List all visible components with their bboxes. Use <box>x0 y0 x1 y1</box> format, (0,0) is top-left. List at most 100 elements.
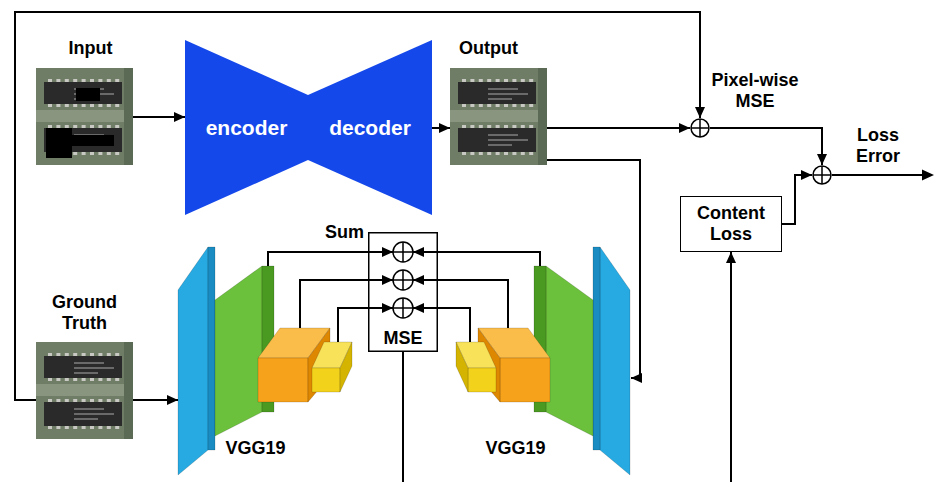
decoder-block: decoder <box>308 40 432 215</box>
chip-body <box>44 356 122 378</box>
junction-circle <box>691 119 709 137</box>
output-image: Output <box>450 68 547 165</box>
junction-circle <box>393 242 413 262</box>
sum-junction: Pixel-wise MSE <box>690 118 710 138</box>
chip-body <box>44 82 122 104</box>
chip-marking <box>488 135 528 145</box>
node-label: Input <box>22 38 159 59</box>
arrow-head <box>695 107 705 118</box>
node-label: Sum <box>312 222 364 243</box>
plus-sign <box>393 270 413 290</box>
board-background <box>36 342 133 439</box>
network-layer <box>456 342 468 392</box>
junction-shape <box>690 118 710 138</box>
loss-output-line <box>832 174 924 176</box>
board-trace <box>124 342 133 439</box>
chip-body <box>458 82 536 104</box>
network-layer <box>208 247 215 450</box>
decoder-trapezoid <box>308 40 432 215</box>
vgg-network: VGG19 <box>456 245 631 477</box>
node-label: encoder <box>206 116 288 140</box>
arrow-head <box>413 303 424 313</box>
arrow-head <box>382 275 393 285</box>
arrow-head <box>817 154 827 165</box>
plus-sign <box>691 119 709 137</box>
board-trace <box>36 110 133 122</box>
arrow-head <box>382 303 393 313</box>
network-layer <box>258 358 308 402</box>
board-background <box>36 68 133 165</box>
node-label: decoder <box>329 116 411 140</box>
node-label: Content Loss <box>687 203 775 245</box>
junction-circle <box>393 298 413 318</box>
network-layer <box>215 266 262 436</box>
pcb-shape <box>36 68 133 165</box>
connector <box>403 252 736 482</box>
encoder-trapezoid <box>185 40 308 215</box>
mse-sum-box: SumMSE <box>368 232 438 352</box>
connector <box>432 123 450 133</box>
chip-marking <box>488 89 528 99</box>
connector <box>547 123 690 133</box>
pcb-shape <box>36 342 133 439</box>
arrow-head <box>631 373 642 383</box>
connector <box>710 128 827 165</box>
connector-line <box>782 175 812 224</box>
node-label: MSE <box>368 328 438 349</box>
connector <box>782 170 812 224</box>
board-trace <box>36 384 133 396</box>
arrow-head <box>922 170 934 181</box>
chip-marking <box>74 409 114 419</box>
network-layer <box>178 247 208 475</box>
arrow-head <box>167 395 178 405</box>
network-layer <box>312 368 340 392</box>
network-layer <box>500 358 550 402</box>
input-image: Input <box>36 68 133 165</box>
ground-truth-image: Ground Truth <box>36 342 133 439</box>
node-label: VGG19 <box>208 438 303 459</box>
arrow-head <box>413 275 424 285</box>
chip-body <box>458 128 536 152</box>
network-layer <box>340 342 352 392</box>
junction-circle <box>393 270 413 290</box>
node-label: Pixel-wise MSE <box>700 70 810 112</box>
arrow-head <box>413 247 424 257</box>
board-trace <box>124 68 133 165</box>
plus-sign <box>393 242 413 262</box>
plus-sign <box>813 166 831 184</box>
process-box: Content Loss <box>680 196 782 252</box>
connector-line <box>547 127 690 129</box>
connector-line <box>403 252 731 482</box>
vgg-network: VGG19 <box>178 245 353 477</box>
pcb-shape <box>450 68 547 165</box>
encoder-block: encoder <box>185 40 308 215</box>
chip-body <box>44 402 122 426</box>
node-label: VGG19 <box>468 438 563 459</box>
mask-region <box>70 135 114 146</box>
arrow-head <box>382 247 393 257</box>
junction-circle <box>813 166 831 184</box>
network-layer <box>593 247 600 450</box>
sum-junction: Loss Error <box>812 165 832 185</box>
connector <box>133 395 178 405</box>
mask-region <box>46 128 72 158</box>
node-label: Output <box>420 38 557 59</box>
connector-line <box>710 128 822 165</box>
sum-box-outline <box>369 233 438 352</box>
network-layer <box>468 368 496 392</box>
board-background <box>450 68 547 165</box>
arrow-head <box>439 123 450 133</box>
connector <box>133 112 185 122</box>
plus-sign <box>393 298 413 318</box>
arrow-head <box>679 123 690 133</box>
network-layer <box>546 266 593 436</box>
node-label: Ground Truth <box>31 292 138 334</box>
mask-region <box>76 88 100 101</box>
junction-shape <box>812 165 832 185</box>
board-trace <box>450 110 547 122</box>
network-layer <box>600 247 630 475</box>
arrow-head <box>801 170 812 180</box>
arrow-head <box>174 112 185 122</box>
arrow-head <box>726 252 736 263</box>
board-trace <box>538 68 547 165</box>
